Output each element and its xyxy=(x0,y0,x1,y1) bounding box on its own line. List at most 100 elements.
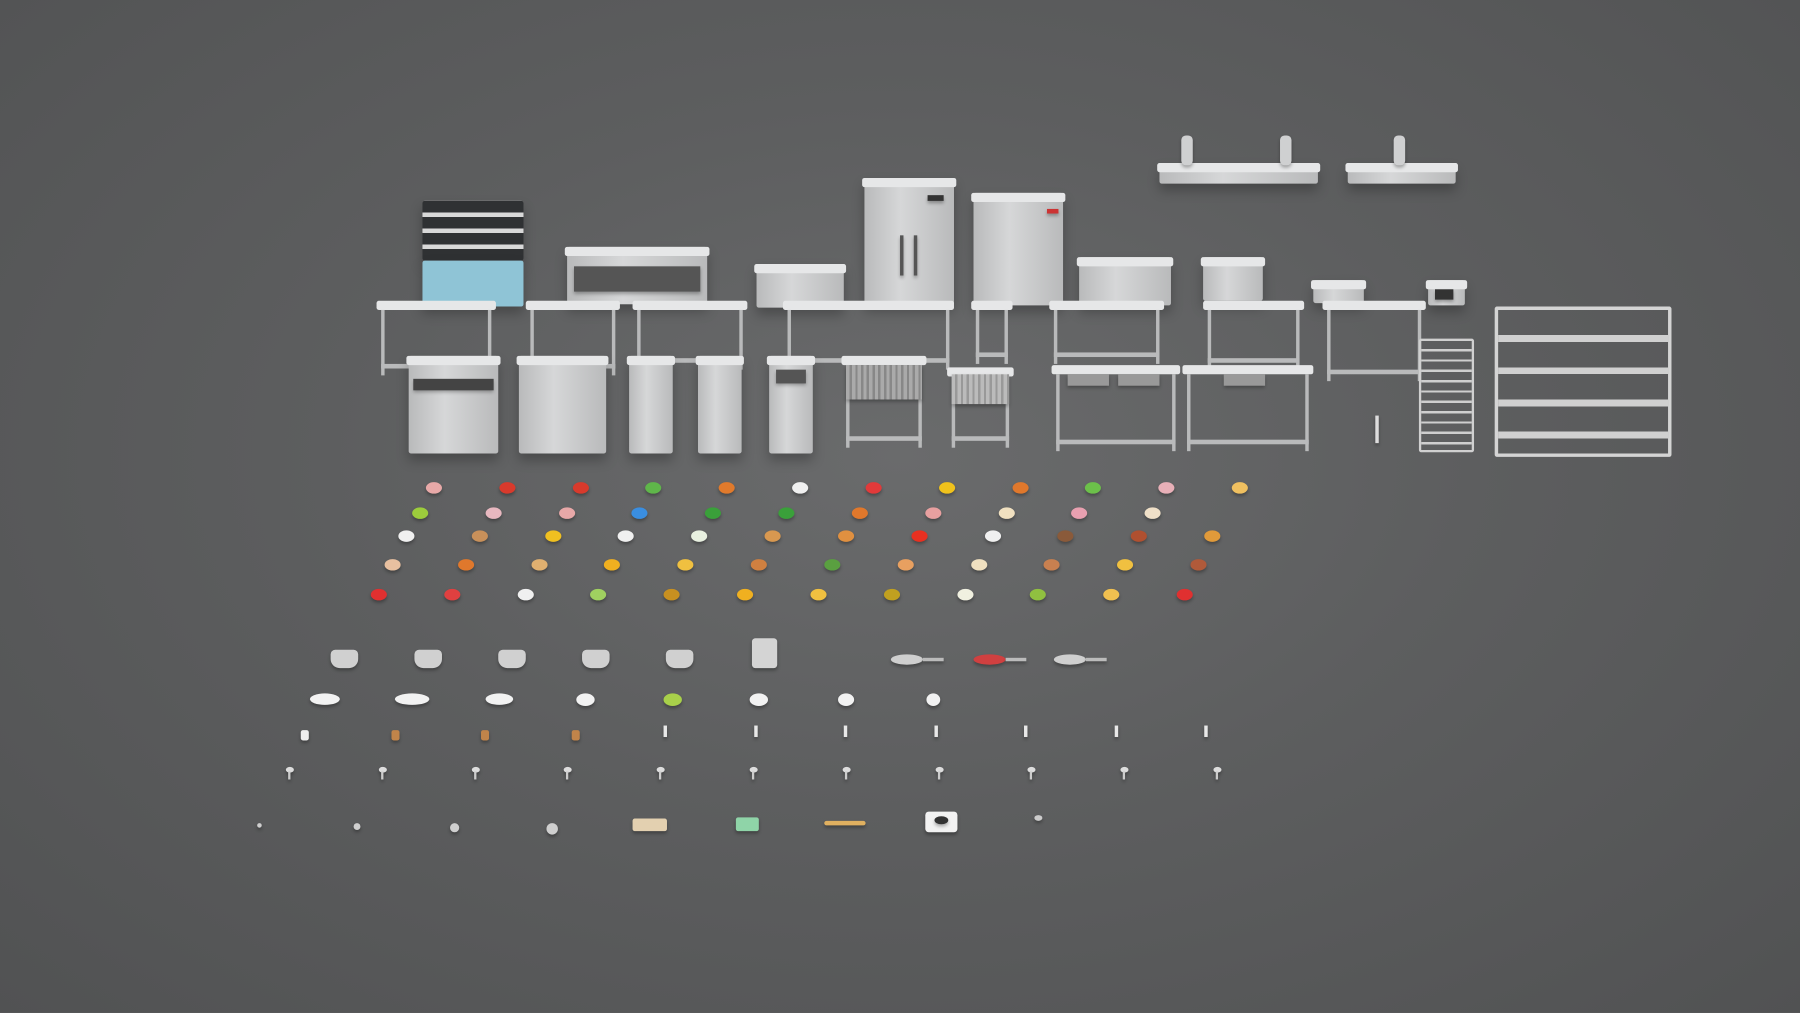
knife xyxy=(1024,725,1028,738)
fridge-handle xyxy=(900,235,904,276)
green-cutting-board xyxy=(735,817,759,832)
table-leg xyxy=(381,309,385,376)
pot xyxy=(414,649,442,669)
table-leg xyxy=(975,309,980,364)
food-item xyxy=(457,559,474,571)
food-item xyxy=(370,588,387,601)
under-shelf xyxy=(1327,369,1422,375)
pot xyxy=(665,649,694,669)
food-item xyxy=(412,507,429,519)
table-leg xyxy=(1005,376,1010,448)
worktop xyxy=(862,177,957,188)
work-table xyxy=(971,300,1013,364)
worktop xyxy=(1311,280,1367,290)
worktop xyxy=(1051,365,1181,375)
cabinet-opening xyxy=(574,266,701,292)
food-item xyxy=(837,530,855,542)
small-item xyxy=(546,823,558,835)
food-item xyxy=(499,482,516,494)
food-item xyxy=(824,559,841,571)
food-item xyxy=(572,482,589,494)
worktop xyxy=(841,355,927,366)
food-item xyxy=(485,507,502,519)
food-item xyxy=(705,507,722,519)
food-item xyxy=(631,507,648,519)
table-leg xyxy=(1053,309,1058,364)
worktop xyxy=(971,192,1066,203)
worktop xyxy=(1157,163,1321,173)
frying-pan xyxy=(1053,654,1087,665)
table-leg xyxy=(787,309,791,370)
under-shelf xyxy=(1053,352,1160,358)
spoon-handle xyxy=(566,771,569,780)
worktop xyxy=(626,355,676,366)
stock-pot xyxy=(751,638,778,669)
spoon-head xyxy=(564,766,573,773)
wooden-cup xyxy=(481,730,490,741)
worktop xyxy=(564,246,710,257)
food-item xyxy=(956,588,973,601)
worktop xyxy=(695,355,744,366)
exhaust-pipe xyxy=(1280,135,1292,166)
worktop xyxy=(1182,365,1314,375)
worktop xyxy=(1076,257,1174,267)
under-shelf xyxy=(1187,439,1309,445)
food-item xyxy=(1043,559,1061,571)
fridge-handle xyxy=(913,235,918,276)
worktop xyxy=(1425,280,1468,290)
food-item xyxy=(750,559,767,571)
food-item xyxy=(384,559,401,571)
food-item xyxy=(718,482,736,494)
rolling-pin xyxy=(824,820,866,826)
burner-grate xyxy=(413,378,494,391)
worktop xyxy=(406,355,501,366)
spoon-handle xyxy=(288,771,291,780)
plate xyxy=(394,693,430,705)
cup xyxy=(300,730,309,741)
food-item xyxy=(911,530,928,542)
food-item xyxy=(897,559,914,571)
sink-bowl xyxy=(1067,374,1109,386)
table-leg xyxy=(1172,374,1176,452)
table-leg xyxy=(1327,309,1331,382)
food-item xyxy=(938,482,955,494)
pot xyxy=(330,649,359,669)
scale-dial xyxy=(934,816,949,825)
worktop xyxy=(525,300,620,310)
food-item xyxy=(865,482,882,494)
table-leg xyxy=(951,376,956,448)
worktop xyxy=(1322,300,1426,310)
plate xyxy=(838,693,855,707)
ladle xyxy=(1034,815,1043,821)
table-leg xyxy=(918,365,922,448)
food-item xyxy=(970,559,987,571)
table-leg xyxy=(530,309,534,376)
food-item xyxy=(1176,588,1193,601)
food-item xyxy=(924,507,942,519)
worktop xyxy=(754,264,847,274)
table-leg xyxy=(1187,374,1191,452)
worktop xyxy=(1200,257,1266,267)
food-item xyxy=(764,530,781,542)
pan-handle xyxy=(1086,657,1107,662)
food-item xyxy=(998,507,1015,519)
food-item xyxy=(1130,530,1148,542)
wooden-cup xyxy=(571,730,580,741)
single-sink xyxy=(1182,365,1314,452)
under-shelf xyxy=(951,436,1010,441)
wire-shelving xyxy=(1494,306,1672,457)
exhaust-pipe xyxy=(1181,135,1193,166)
food-item xyxy=(398,530,415,542)
display-fridge-glass xyxy=(422,260,524,307)
plate xyxy=(485,693,514,705)
spoon-head xyxy=(1120,766,1129,773)
worktop xyxy=(1203,300,1305,310)
hood xyxy=(1345,163,1458,184)
under-shelf xyxy=(975,352,1008,358)
food-item xyxy=(1117,559,1134,571)
table-leg xyxy=(1156,309,1160,364)
table-leg xyxy=(1004,309,1008,364)
food-item xyxy=(1158,482,1175,494)
table-leg xyxy=(1305,374,1309,452)
small-item xyxy=(257,823,262,828)
